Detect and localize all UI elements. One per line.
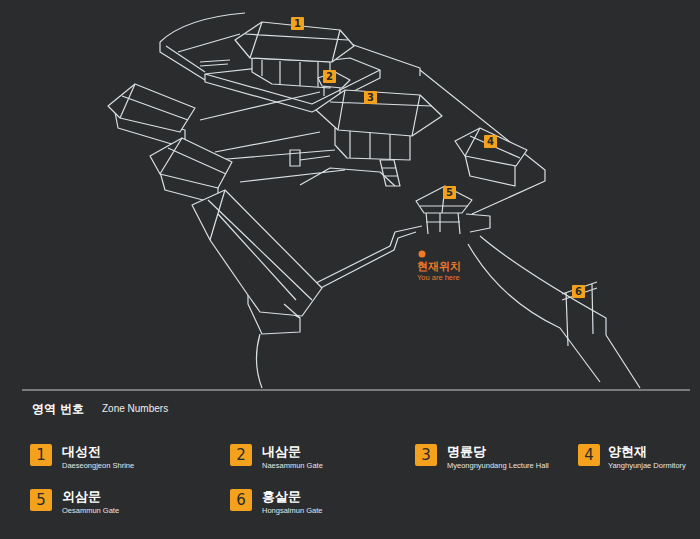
location-label: You are here	[416, 273, 461, 282]
callout-number: 3	[415, 444, 437, 466]
zone-name: 양현재	[608, 443, 647, 461]
legend-heading: Zone Numbers	[102, 403, 168, 414]
building-b-roof	[150, 138, 232, 188]
callout-number: 1	[30, 444, 52, 466]
roof-line	[420, 186, 468, 213]
hall-columns	[350, 130, 390, 160]
callout-number: 6	[230, 489, 252, 511]
road	[468, 236, 640, 388]
shrine-columns	[262, 60, 318, 87]
zone-name-roman: Yanghyunjae Dormitory	[608, 461, 686, 470]
zone-name-roman: Daeseongjeon Shrine	[62, 461, 134, 470]
roof-line	[160, 138, 226, 174]
zone-name-roman: Oesammun Gate	[62, 506, 119, 515]
wall	[284, 304, 300, 318]
zone-name: 대성전	[62, 443, 101, 461]
wall	[160, 42, 205, 80]
building-c-roof	[192, 190, 322, 316]
callout-number: 5	[443, 186, 456, 199]
callout-number: 5	[30, 489, 52, 511]
dormitory-roof	[455, 128, 527, 166]
wall	[160, 13, 245, 42]
shrine-body	[252, 58, 330, 88]
callout-number: 4	[484, 135, 497, 148]
building-a-roof	[108, 84, 195, 132]
callout-number: 1	[291, 17, 304, 30]
location-label: 현재위치	[416, 259, 462, 274]
boundary	[256, 334, 262, 388]
outer-gate-roof	[416, 186, 472, 213]
zone-name: 내삼문	[262, 443, 301, 461]
roof-line	[208, 190, 312, 300]
roof-line	[330, 90, 432, 136]
red-arrow-gate	[562, 282, 597, 346]
legend-heading: 영역 번호	[32, 401, 84, 418]
callout-number: 2	[230, 444, 252, 466]
zone-name: 명륜당	[447, 443, 486, 461]
zone-name: 홍살문	[262, 488, 301, 506]
outer-gate-posts	[426, 212, 460, 234]
wall	[466, 214, 490, 232]
zone-name-roman: Myeongnyundang Lecture Hall	[447, 461, 549, 470]
roof-line	[465, 128, 520, 158]
small-gate	[290, 150, 330, 166]
callout-number: 6	[572, 285, 585, 298]
divider	[22, 390, 690, 391]
zone-name-roman: Hongsalmun Gate	[262, 506, 322, 515]
stair	[200, 60, 230, 66]
roof-line	[120, 84, 188, 120]
callout-number: 2	[323, 70, 336, 83]
zone-name: 외삼문	[62, 488, 101, 506]
zone-name-roman: Naesammun Gate	[262, 461, 323, 470]
steps	[380, 160, 400, 186]
hall-roof	[316, 90, 442, 136]
callout-number: 4	[578, 444, 600, 466]
you-are-here-dot	[419, 251, 426, 258]
callout-number: 3	[364, 91, 377, 104]
